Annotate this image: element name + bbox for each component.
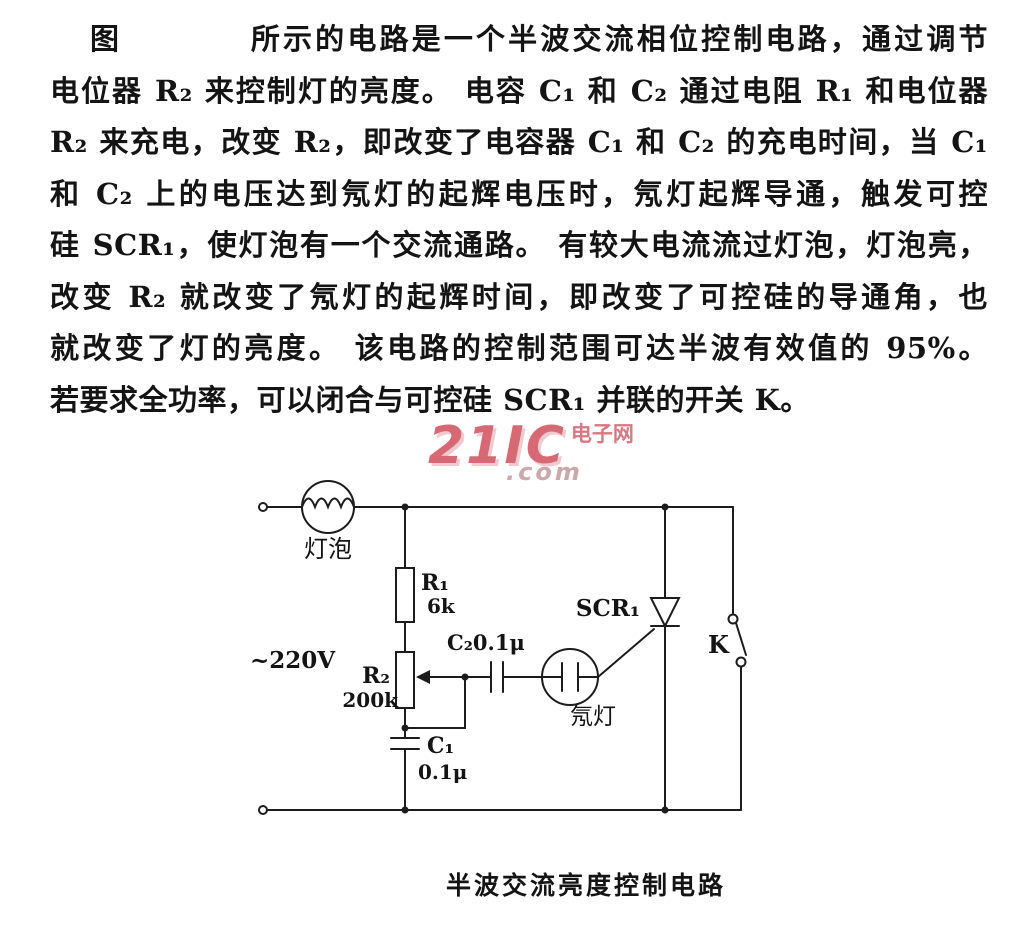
circuit-wires: [258, 480, 747, 815]
switch-blade: [735, 622, 747, 656]
circuit-labels: 灯泡 ~220V R₁ 6k R₂ 200k C₂0.1μ C₁ 0.1μ SC…: [250, 535, 730, 784]
switch-label: K: [708, 630, 730, 659]
capacitor-c1: [390, 737, 420, 750]
figure-caption: 半波交流亮度控制电路: [445, 871, 727, 900]
resistor-r1: [395, 567, 415, 623]
paragraph-line: 改变 R₂ 就改变了氖灯的起辉时间，即改变了可控硅的导通角，也: [50, 279, 988, 314]
scr-label: SCR₁: [576, 595, 640, 622]
paragraph-line: 就改变了灯的亮度。 该电路的控制范围可达半波有效值的 95%。: [50, 331, 988, 365]
paragraph-line: R₂ 来充电，改变 R₂，即改变了电容器 C₁ 和 C₂ 的充电时间，当 C₁: [50, 125, 988, 159]
paragraph-line: 电位器 R₂ 来控制灯的亮度。 电容 C₁ 和 C₂ 通过电阻 R₁ 和电位器: [50, 73, 988, 108]
capacitor-c2: [490, 661, 504, 693]
wire-wiper-tie: [404, 676, 466, 729]
input-terminal-top: [258, 502, 268, 512]
r2-value-label: 200k: [342, 688, 399, 712]
switch-symbol: [727, 613, 747, 668]
r2-name-label: R₂: [362, 663, 390, 689]
paragraph-line: 若要求全功率，可以闭合与可控硅 SCR₁ 并联的开关 K。: [50, 382, 810, 417]
circuit-schematic: 灯泡 ~220V R₁ 6k R₂ 200k C₂0.1μ C₁ 0.1μ SC…: [250, 480, 747, 815]
watermark-site-name: 电子网: [570, 422, 634, 446]
watermark-brand: 21IC: [428, 416, 566, 476]
watermark-domain: .com: [506, 458, 583, 486]
wiper-arrowhead: [416, 670, 430, 684]
wire-gate: [597, 628, 655, 678]
c1-name-label: C₁: [427, 733, 454, 759]
r1-name-label: R₁: [421, 570, 449, 596]
lamp-filament: [301, 497, 355, 510]
source-voltage-label: ~220V: [250, 647, 336, 674]
input-terminal-bottom: [258, 805, 268, 815]
lamp-label: 灯泡: [304, 535, 352, 563]
c1-value-label: 0.1μ: [418, 760, 467, 784]
description-paragraph: 图 所示的电路是一个半波交流相位控制电路，通过调节 电位器 R₂ 来控制灯的亮度…: [50, 14, 988, 426]
junction-dots: [401, 503, 669, 814]
neon-lamp-symbol: [541, 648, 599, 706]
r1-value-label: 6k: [427, 594, 456, 618]
paragraph-line: 和 C₂ 上的电压达到氖灯的起辉电压时，氖灯起辉导通，触发可控: [50, 176, 988, 211]
paragraph-line: 图 所示的电路是一个半波交流相位控制电路，通过调节: [90, 22, 988, 56]
paragraph-line: 硅 SCR₁，使灯泡有一个交流通路。 有较大电流流过灯泡，灯泡亮，: [50, 228, 988, 262]
c2-label: C₂0.1μ: [447, 630, 525, 655]
potentiometer-r2: [395, 651, 415, 709]
lamp-symbol: [301, 480, 355, 534]
scr-symbol: [649, 597, 681, 629]
neon-lamp-label: 氖灯: [570, 704, 616, 730]
